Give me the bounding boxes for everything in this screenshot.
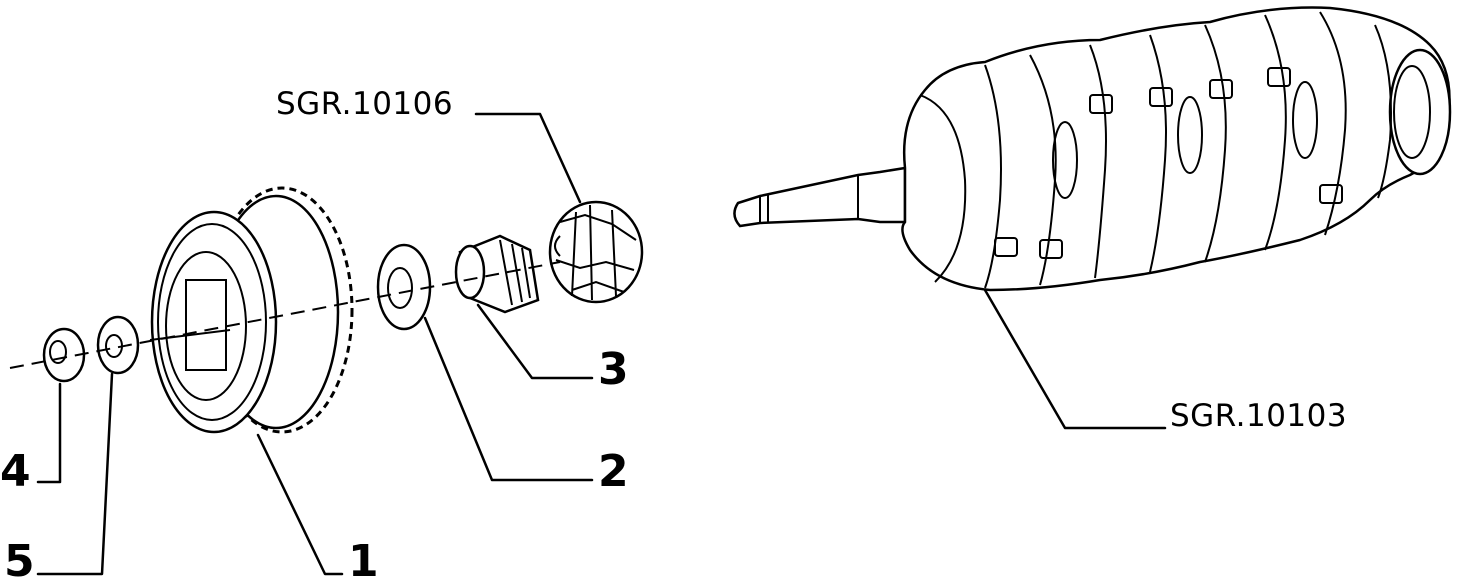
- part-number-5: 5: [4, 536, 35, 580]
- reference-label-left: SGR.10106: [276, 86, 453, 122]
- part-number-1: 1: [348, 536, 379, 580]
- part-number-2: 2: [598, 446, 629, 497]
- leader-lines: [36, 112, 1167, 576]
- nut-part-4: [42, 327, 86, 383]
- washer-part-2: [376, 243, 432, 331]
- subassembly-ball: [548, 200, 644, 304]
- part-number-4: 4: [0, 446, 31, 497]
- assembly-axis: [9, 261, 561, 369]
- reference-label-right: SGR.10103: [1170, 398, 1347, 434]
- crankshaft: [733, 6, 1452, 292]
- washer-part-5: [96, 315, 140, 375]
- part-number-3: 3: [598, 344, 629, 395]
- timing-gear: [149, 186, 354, 434]
